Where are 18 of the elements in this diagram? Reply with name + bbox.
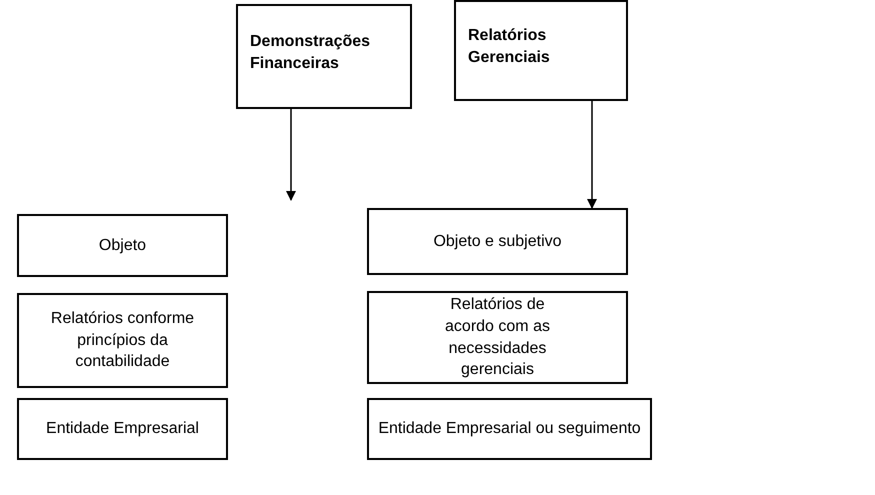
- text-box: [236, 4, 412, 109]
- text-box: [367, 208, 628, 275]
- box-label: Relatórios conforme princípios da contabilidade: [50, 309, 196, 372]
- box-label: Relatórios Gerenciais: [468, 26, 551, 68]
- text-box: [17, 293, 228, 388]
- text-box: [367, 291, 628, 384]
- arrow: [587, 101, 597, 209]
- box-label: Entidade Empresarial: [46, 419, 199, 440]
- text-box: [454, 0, 628, 101]
- text-box: [17, 214, 228, 277]
- arrow: [286, 109, 296, 201]
- text-box: [367, 398, 652, 460]
- box-label: Demonstrações Financeiras: [250, 32, 372, 74]
- box-label: Entidade Empresarial ou seguimento: [378, 419, 641, 440]
- box-label: Relatórios de acordo com as necessidades gerenciais: [444, 295, 551, 380]
- box-label: Objeto e subjetivo: [433, 232, 562, 252]
- box-label: Objeto: [98, 236, 146, 256]
- text-box: [17, 398, 228, 460]
